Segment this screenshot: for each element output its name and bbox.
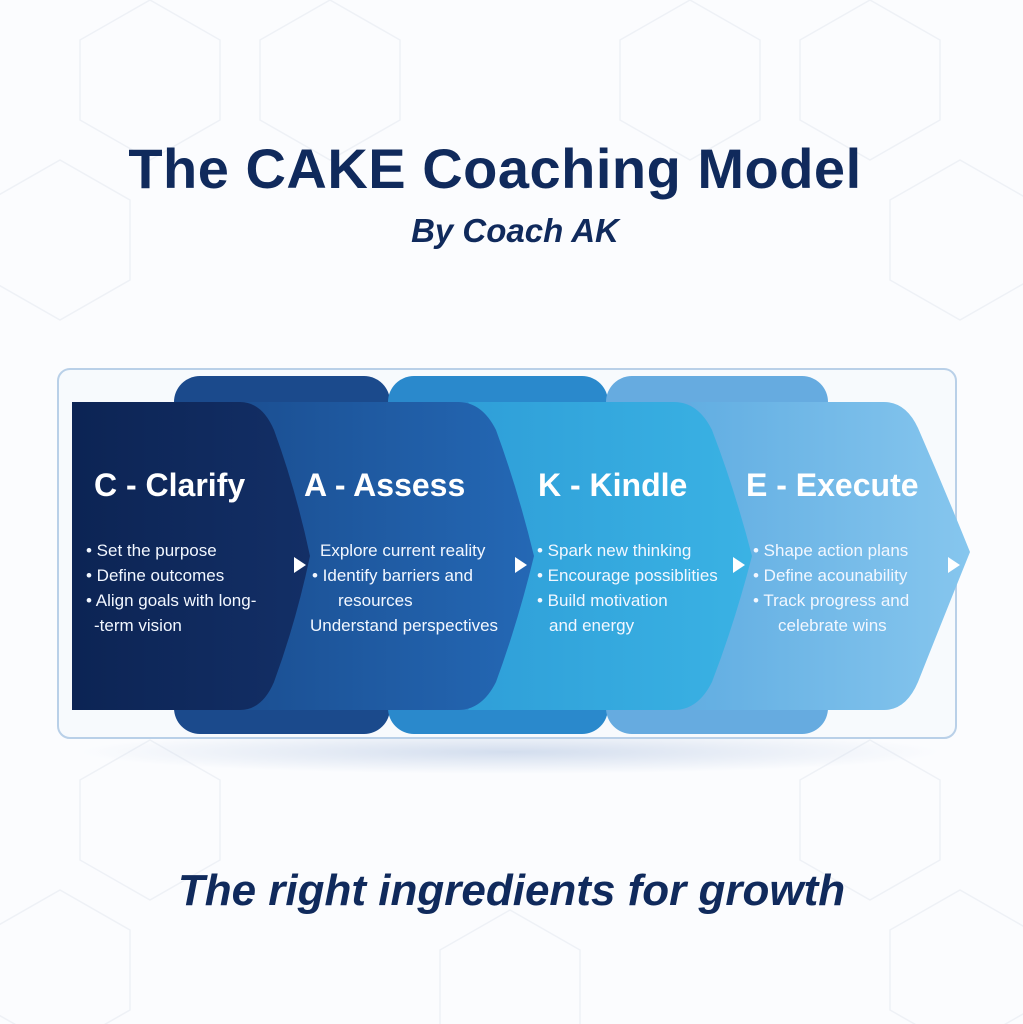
stage-heading: A - Assess [304,467,466,503]
list-item: celebrate wins [778,616,887,635]
list-item: • Define outcomes [86,566,225,585]
list-item: Explore current reality [320,541,486,560]
list-item: • Spark new thinking [537,541,692,560]
chevron-kindle [468,402,752,710]
stage-points: • Set the purpose • Define outcomes • Al… [86,538,256,638]
container-shadow [80,730,940,774]
chevron-assess [240,402,534,710]
list-item: and energy [549,616,635,635]
stage-points: Explore current reality • Identify barri… [310,538,498,638]
list-item: • Track progress and [753,591,910,610]
arrow-right-icon [733,557,745,573]
chevron-clarify [72,402,310,710]
stage-heading: E - Execute [746,467,919,503]
stage-points: • Spark new thinking • Encourage possibl… [537,538,718,638]
arrow-right-icon [948,557,960,573]
list-item: -term vision [94,616,182,635]
list-item: • Set the purpose [86,541,217,560]
list-item: resources [338,591,413,610]
stage-points: • Shape action plans • Define acounabili… [753,538,909,638]
list-item: • Shape action plans [753,541,909,560]
list-item: • Encourage possiblities [537,566,718,585]
arrow-right-icon [294,557,306,573]
page-subtitle: By Coach AK [411,212,619,249]
page-title: The CAKE Coaching Model [128,137,862,200]
tagline: The right ingredients for growth [177,866,846,915]
stage-heading: K - Kindle [538,467,688,503]
list-item: Understand perspectives [310,616,499,635]
list-item: • Align goals with long- [86,591,257,610]
list-item: • Identify barriers and [312,566,473,585]
list-item: • Build motivation [537,591,668,610]
list-item: • Define acounability [753,566,908,585]
chevron-execute [690,402,970,710]
stage-heading: C - Clarify [94,467,246,503]
arrow-right-icon [515,557,527,573]
